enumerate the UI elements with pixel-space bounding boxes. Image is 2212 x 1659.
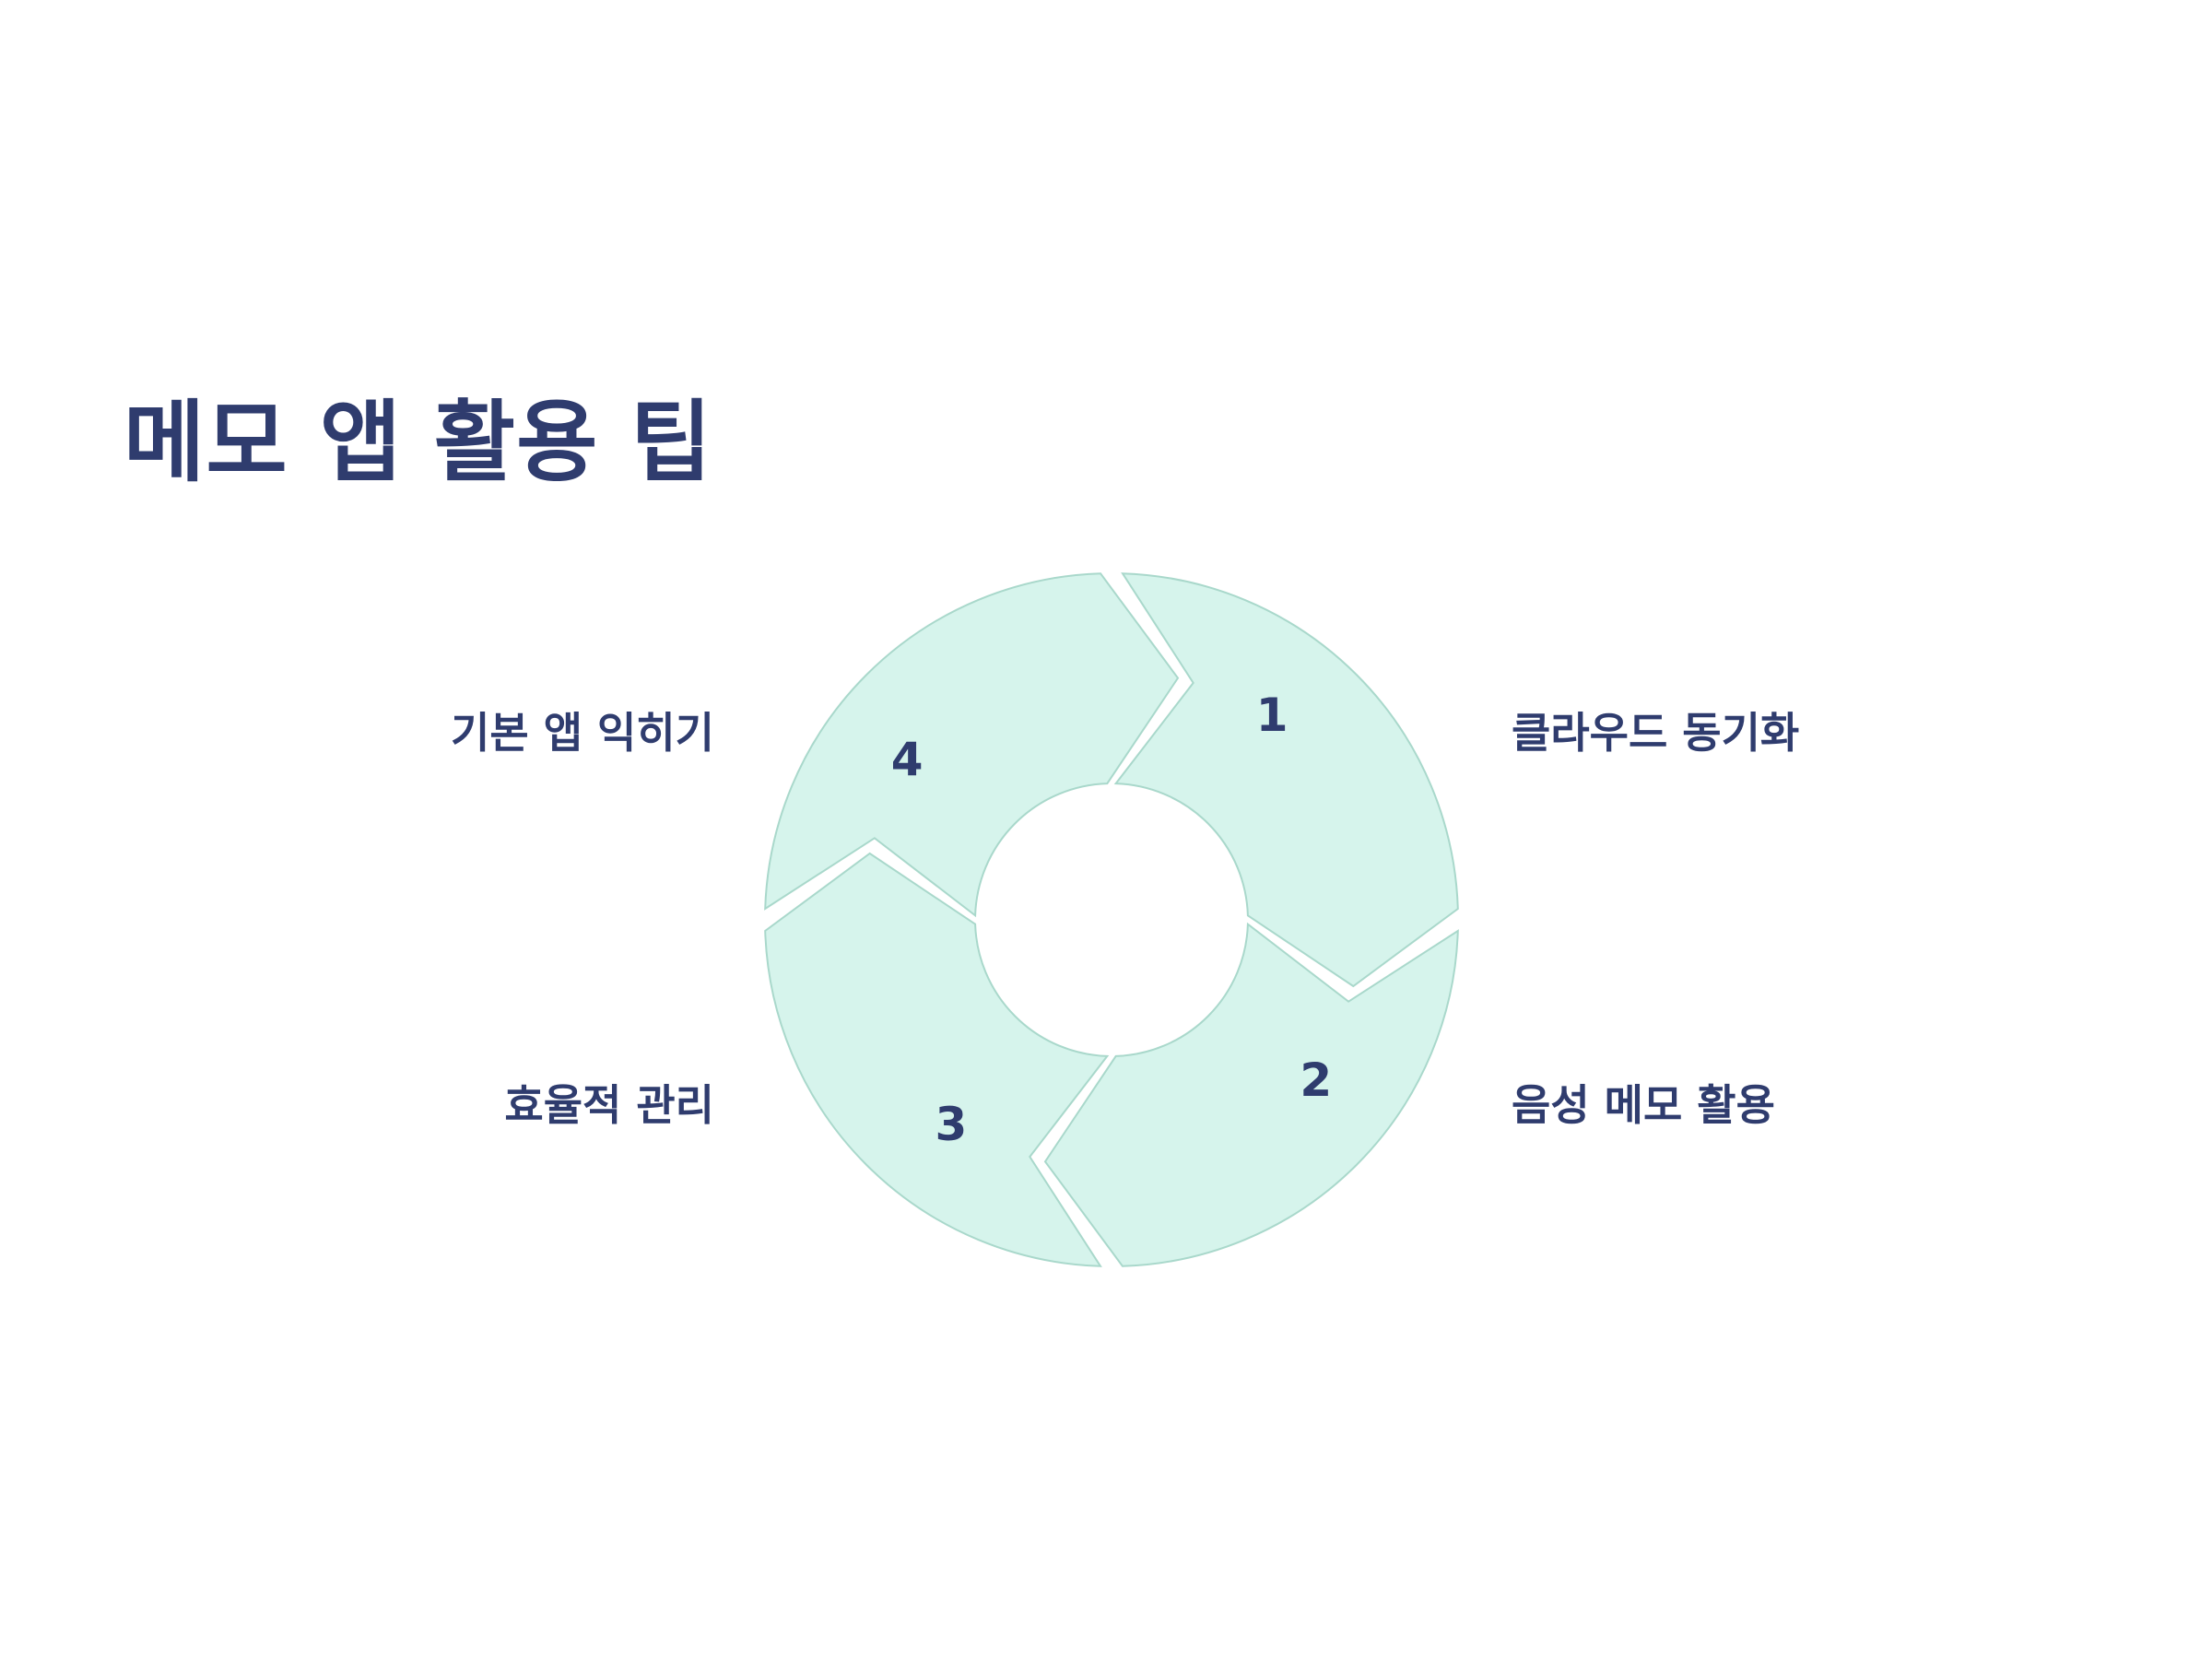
step-1-number: 1 <box>1256 688 1288 742</box>
cycle-segment-1 <box>1113 572 1459 988</box>
cycle-segment-2 <box>1043 922 1459 1267</box>
cycle-segment-4 <box>764 572 1180 918</box>
step-2-label: 클라우드 동기화 <box>1512 708 1800 758</box>
step-2-number: 2 <box>1300 1053 1332 1107</box>
step-3-number: 3 <box>935 1098 968 1151</box>
cycle-segment-3 <box>764 852 1110 1267</box>
cycle-segments <box>764 572 1459 1267</box>
step-1-label: 기본 앱 익히기 <box>451 708 714 758</box>
step-4-label: 효율적 관리 <box>504 1080 714 1130</box>
step-3-label: 음성 메모 활용 <box>1512 1080 1775 1130</box>
cycle-numbers: 1 2 3 4 <box>891 688 1332 1151</box>
step-4-number: 4 <box>891 733 924 786</box>
page-title: 메모 앱 활용 팁 <box>124 391 713 494</box>
